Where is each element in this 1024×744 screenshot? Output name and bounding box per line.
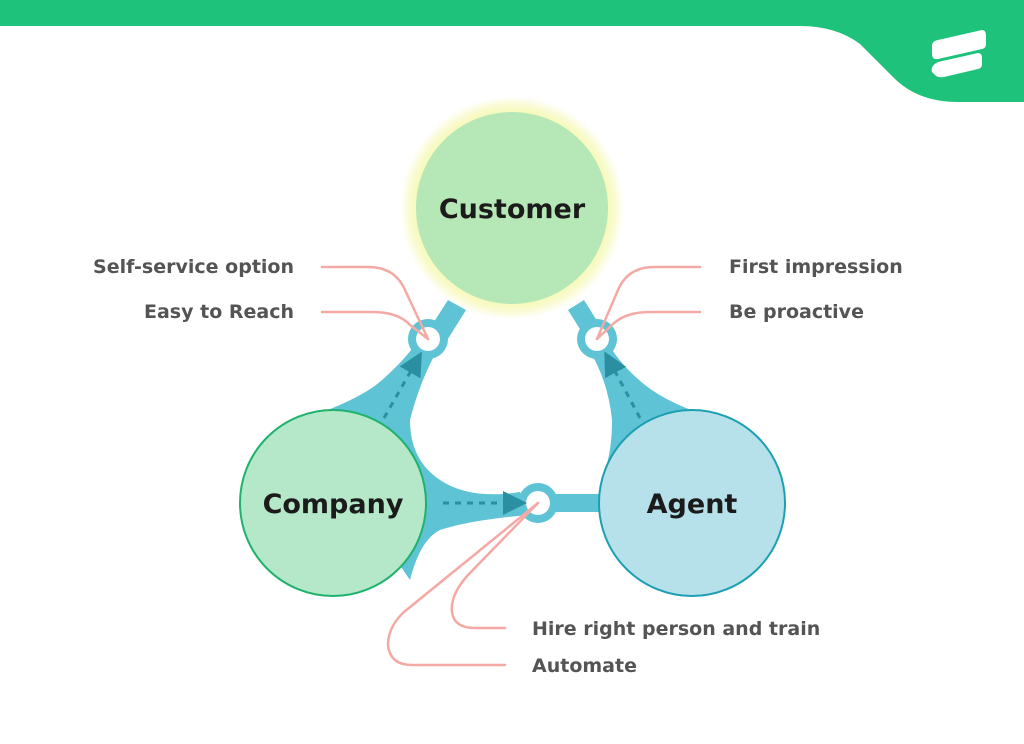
callout-automate: Automate [532,655,637,677]
company-label: Company [263,489,404,520]
arrow-agent-to-customer [604,351,642,419]
callout-hire-and-train: Hire right person and train [532,618,820,640]
callout-line-easy-to-reach [320,310,430,341]
agent-node: Agent [598,409,786,597]
callout-self-service: Self-service option [93,256,294,278]
callout-be-proactive: Be proactive [729,301,864,323]
header-band [0,0,1024,102]
callout-lines [320,265,702,667]
callout-line-automate [386,501,540,667]
brand-logo-icon [931,30,986,78]
callout-line-self-service [320,265,430,341]
callout-line-be-proactive [595,310,702,341]
callout-first-impression: First impression [729,256,903,278]
customer-label: Customer [439,194,586,225]
callout-texts: Self-service option Easy to Reach First … [93,256,903,677]
arrow-company-to-customer [382,351,422,419]
callout-line-first-impression [595,265,702,341]
company-node: Company [239,409,427,597]
agent-label: Agent [647,489,738,520]
callout-easy-to-reach: Easy to Reach [144,301,294,323]
callout-line-hire-and-train [450,501,540,630]
dashed-arrows [382,351,642,515]
customer-node: Customer [400,96,624,320]
